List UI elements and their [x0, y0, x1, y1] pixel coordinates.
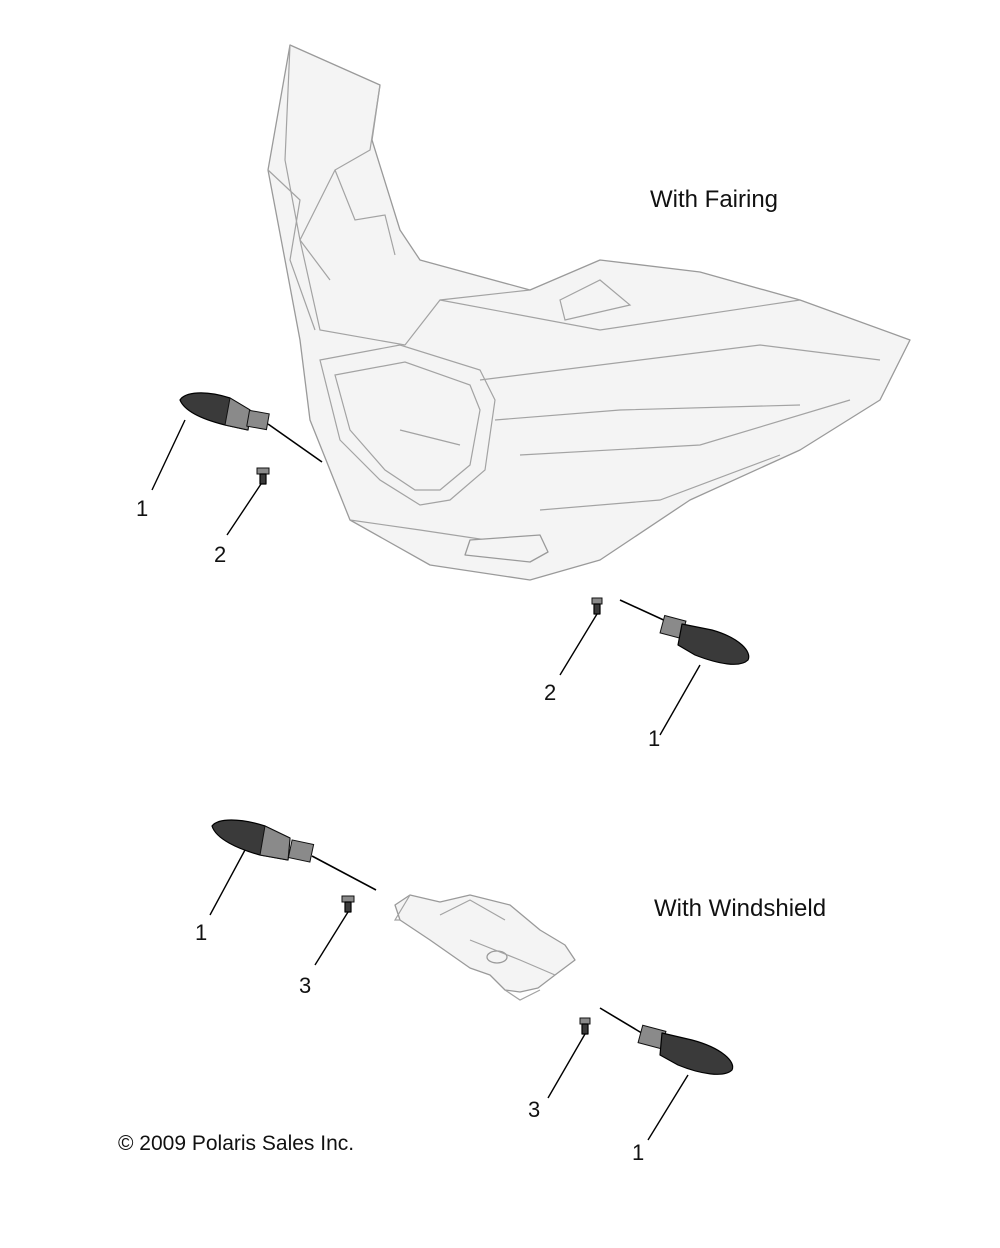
- bolt-left-windshield: [341, 895, 355, 913]
- with-fairing-label: With Fairing: [650, 186, 778, 213]
- copyright-text: © 2009 Polaris Sales Inc.: [118, 1132, 354, 1155]
- callout-3-windshield-left: 3: [299, 973, 311, 998]
- fairing-assembly: [267, 44, 911, 581]
- callout-2-fairing-left: 2: [214, 542, 226, 567]
- bolt-right-fairing: [591, 597, 603, 615]
- mount-bracket: [393, 894, 576, 1001]
- callout-1-fairing-right: 1: [648, 726, 660, 751]
- bolt-left-fairing: [256, 467, 270, 485]
- bolt-right-windshield: [579, 1017, 591, 1035]
- callout-1-windshield-left: 1: [195, 920, 207, 945]
- turn-signal-left-windshield: [211, 819, 377, 891]
- turn-signal-right-fairing: [619, 599, 750, 665]
- callout-3-windshield-right: 3: [528, 1097, 540, 1122]
- callout-2-fairing-right: 2: [544, 680, 556, 705]
- with-windshield-label: With Windshield: [654, 895, 826, 922]
- turn-signal-right-windshield: [599, 1007, 734, 1075]
- turn-signal-left-fairing: [179, 392, 323, 463]
- callout-1-windshield-right: 1: [632, 1140, 644, 1165]
- callout-1-fairing-left: 1: [136, 496, 148, 521]
- leader-lines: [151, 419, 701, 1141]
